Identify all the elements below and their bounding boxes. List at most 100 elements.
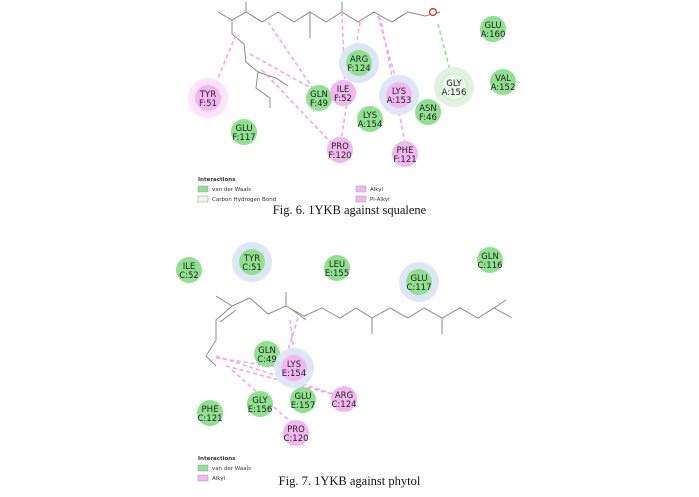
- residue-name: ILE: [337, 85, 350, 95]
- caption-fig6: Fig. 6. 1YKB against squalene: [272, 203, 427, 217]
- alkyl-contact-1: [287, 317, 299, 351]
- legend-label: van der Waals: [212, 187, 251, 193]
- residue-disc: [490, 69, 516, 95]
- residue-chain: A:153: [387, 96, 412, 106]
- residue-chain: F:121: [393, 155, 416, 165]
- residue-disc: [327, 137, 353, 163]
- residue-disc: [231, 119, 257, 145]
- ligand-methyl-d: [493, 299, 507, 309]
- residue-chain: C:51: [242, 263, 262, 273]
- hbond-contact-0: [437, 23, 453, 79]
- residue-chain: A:154: [358, 120, 383, 130]
- oxygen-atom: [429, 8, 438, 17]
- legend-label: Carbon Hydrogen Bond: [212, 197, 276, 203]
- legend-label: Alkyl: [212, 476, 226, 482]
- residue-name: GLN: [481, 252, 499, 262]
- legend-swatch-vdw: [197, 185, 209, 193]
- residue-disc: [324, 255, 350, 281]
- residue-chain: F:124: [347, 64, 370, 74]
- alkyl-contact-1: [249, 53, 319, 93]
- residue-chain: C:117: [406, 283, 431, 293]
- alkyl-contact-5: [379, 15, 407, 149]
- residue-chain: A:156: [442, 88, 467, 98]
- residue-name: ILE: [183, 262, 196, 272]
- ligand-chain-left: [231, 20, 271, 108]
- legend-label: Alkyl: [370, 187, 384, 193]
- residue-chain: A:152: [491, 83, 516, 93]
- residue-name: PRO: [331, 142, 349, 152]
- figure-squalene: TYRF:51GLUF:117ARGF:124GLNF:49ILEF:52LYS…: [188, 2, 516, 203]
- residue-disc: [392, 141, 418, 167]
- residue-chain: F:120: [328, 151, 351, 161]
- residue-chain: F:49: [310, 99, 328, 109]
- legend-label: van der Waals: [212, 466, 251, 472]
- residue-disc: [406, 269, 432, 295]
- legend-swatch-vdw: [197, 464, 209, 472]
- residue-disc: [415, 99, 441, 125]
- legend-title: Interactions: [198, 177, 236, 183]
- legend-label: Pi-Alkyl: [370, 197, 390, 203]
- residue-disc: [281, 355, 307, 381]
- residue-name: TYR: [243, 254, 260, 264]
- residue-name: PHE: [397, 146, 414, 156]
- residue-name: LYS: [392, 87, 406, 97]
- ligand-chain-main: [215, 295, 513, 319]
- residue-disc: [254, 341, 280, 367]
- residue-disc: [197, 400, 223, 426]
- ligand-branch: [257, 71, 289, 87]
- residue-name: ASN: [419, 104, 437, 114]
- residue-disc: [283, 420, 309, 446]
- residue-disc: [477, 247, 503, 273]
- legend-swatch-alkyl: [355, 185, 367, 193]
- residue-name: LEU: [329, 260, 345, 270]
- residue-name: TYR: [199, 90, 216, 100]
- legend-swatch-alkyl: [197, 474, 209, 482]
- residue-chain: E:156: [248, 405, 272, 415]
- residue-name: GLY: [446, 79, 462, 89]
- residue-name: GLU: [410, 274, 427, 284]
- residue-name: GLN: [310, 90, 328, 100]
- ligand-chain-top: [217, 11, 441, 23]
- residue-disc: [357, 106, 383, 132]
- caption-fig7: Fig. 7. 1YKB against phytol: [278, 474, 421, 488]
- residue-disc: [247, 391, 273, 417]
- residue-disc: [239, 249, 265, 275]
- residue-name: VAL: [495, 74, 511, 84]
- residue-chain: C:124: [331, 400, 356, 410]
- residue-disc: [480, 16, 506, 42]
- residue-name: PHE: [202, 405, 219, 415]
- alkyl-contact-3: [341, 11, 346, 93]
- residue-chain: C:121: [197, 414, 222, 424]
- residue-disc: [386, 82, 412, 108]
- residue-chain: F:52: [334, 94, 352, 104]
- residue-chain: F:51: [199, 99, 217, 109]
- residue-name: GLY: [252, 396, 268, 406]
- residue-name: ARG: [350, 55, 368, 65]
- alkyl-contact-5: [215, 355, 347, 399]
- residue-name: LYS: [287, 360, 301, 370]
- residue-name: ARG: [335, 391, 353, 401]
- residue-disc: [306, 85, 332, 111]
- legend-title: Interactions: [198, 456, 236, 462]
